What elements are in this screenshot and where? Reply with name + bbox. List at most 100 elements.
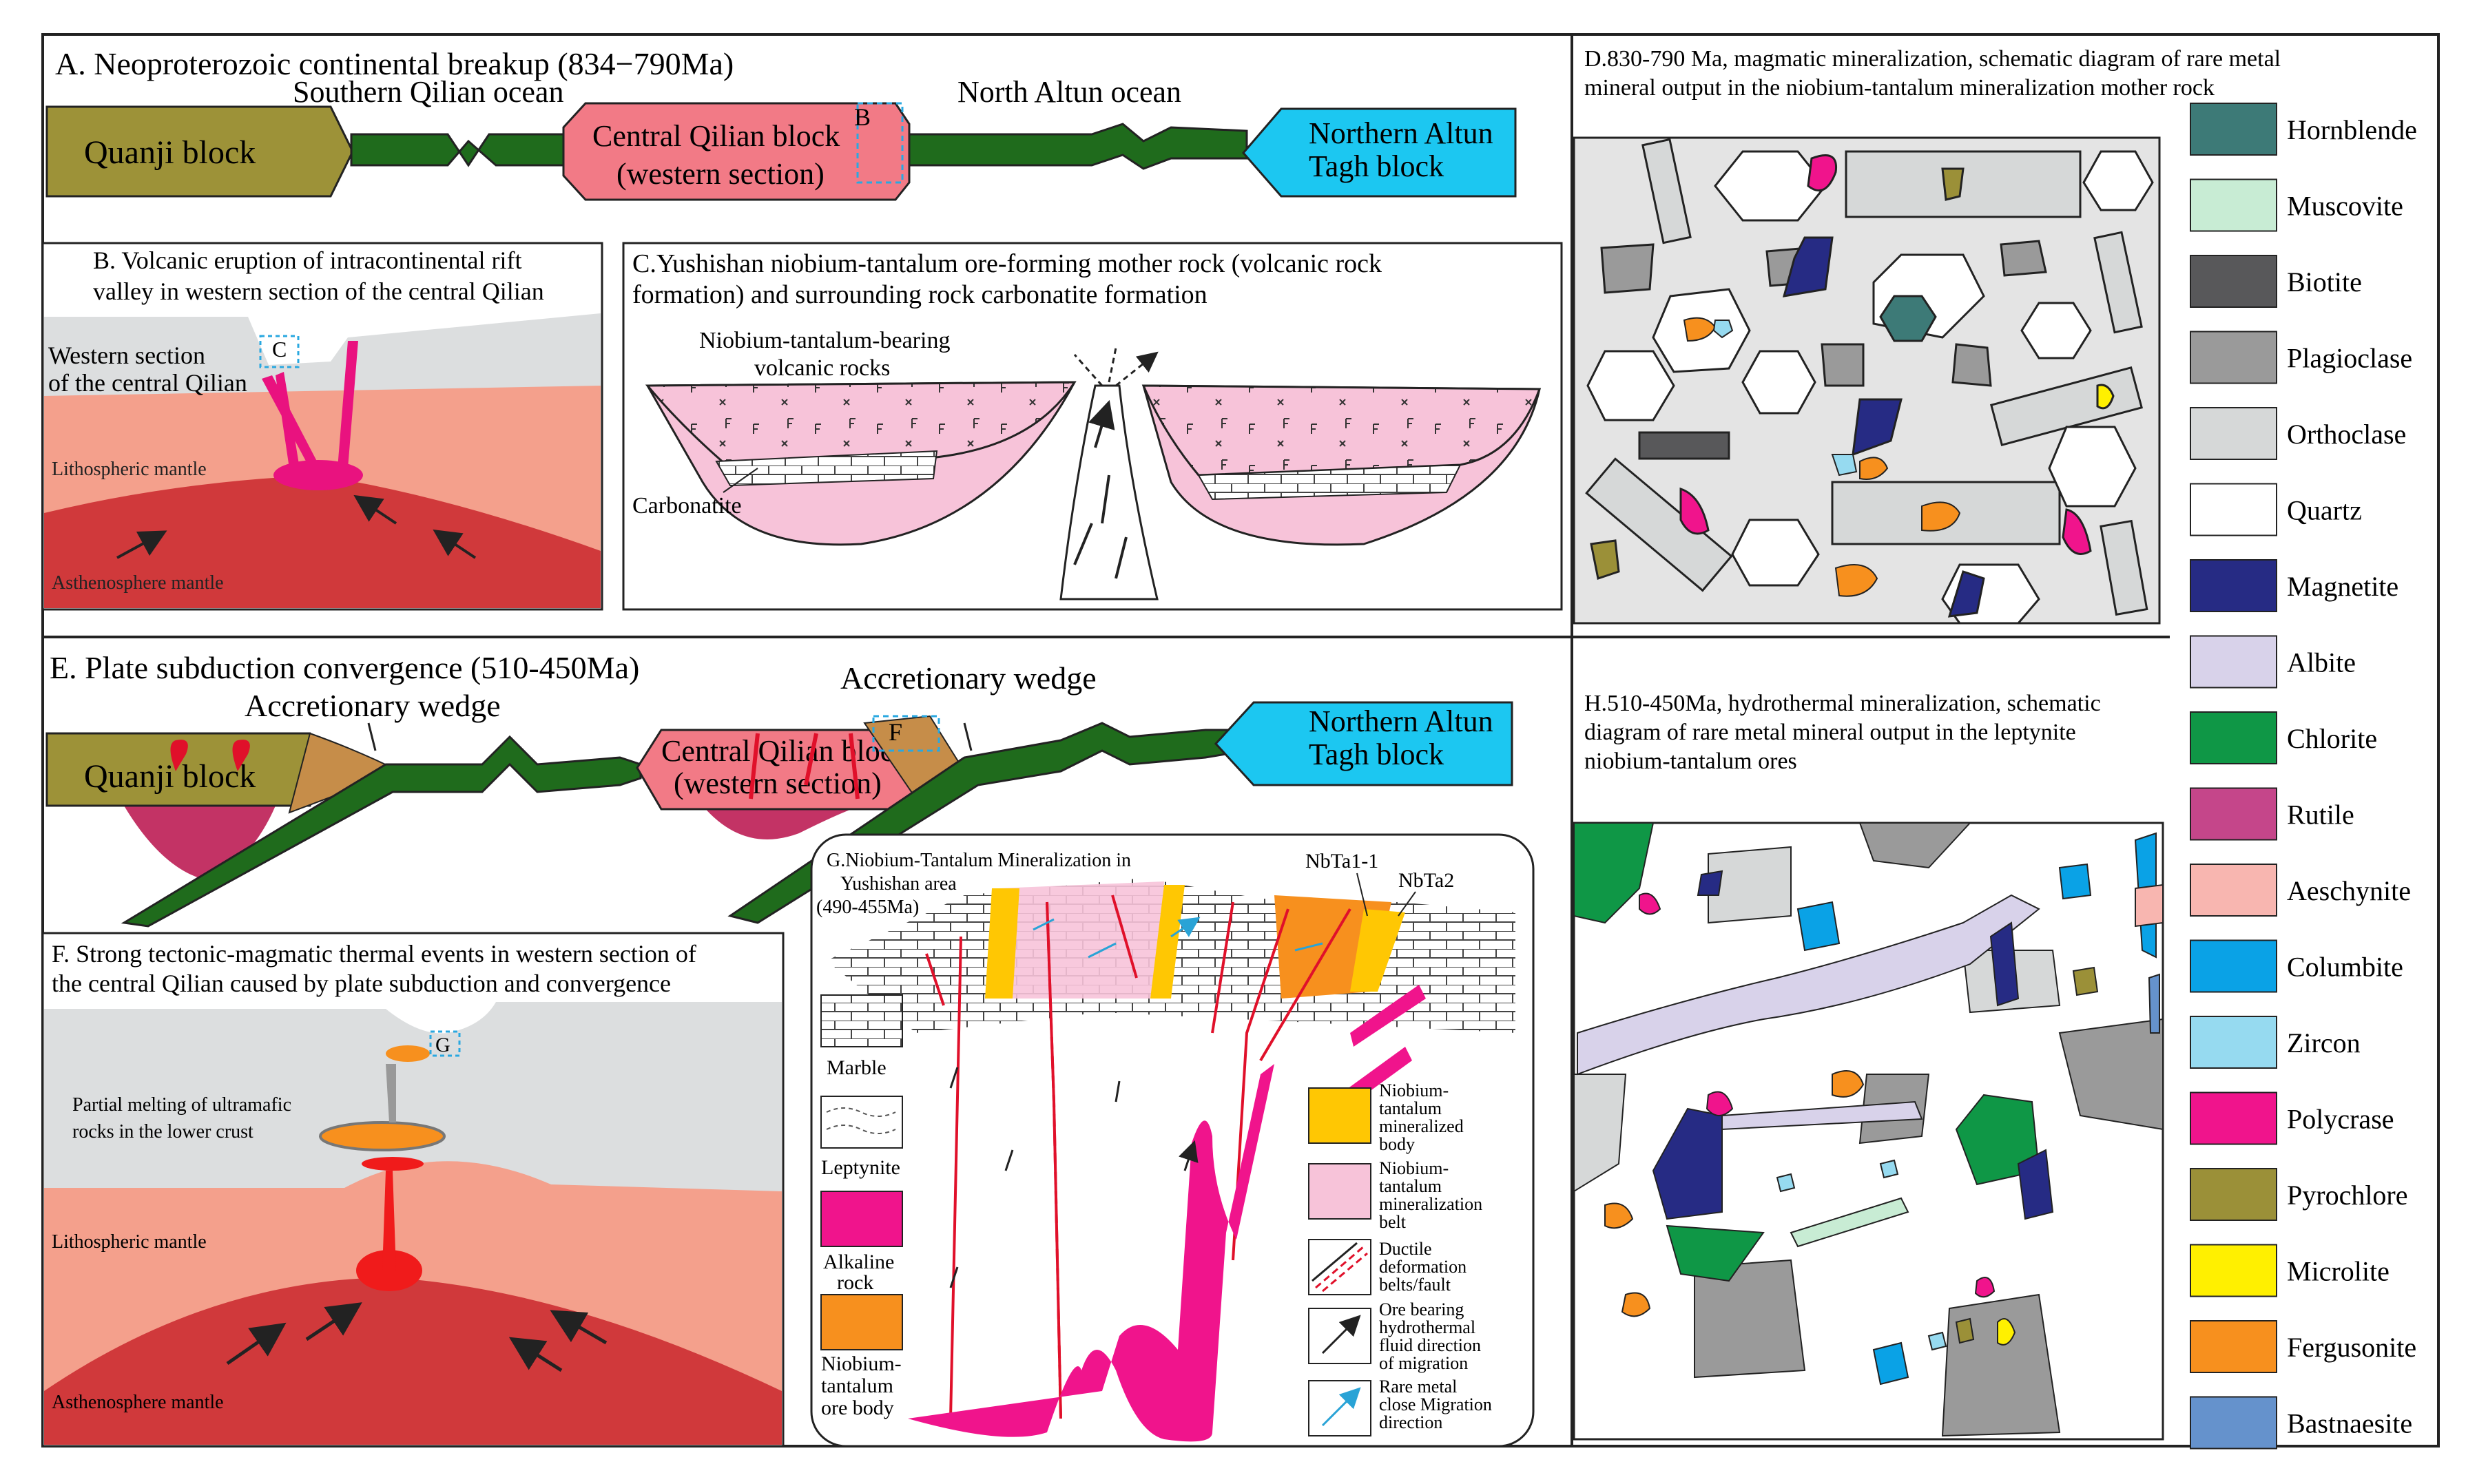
legend-label-chlorite: Chlorite bbox=[2287, 723, 2377, 754]
magma-conduit-f bbox=[382, 1171, 396, 1271]
nbta1-label: NbTa1-1 bbox=[1305, 850, 1378, 872]
right-wedge-label: Accretionary wedge bbox=[840, 660, 1097, 696]
central-qilian-label-2: (western section) bbox=[616, 157, 825, 191]
quartz-grain bbox=[2048, 426, 2137, 508]
mantle-flow-arrow bbox=[550, 1310, 608, 1345]
central-magma-dikes bbox=[749, 733, 860, 800]
legend-belt-label-2: tantalum bbox=[1379, 1176, 1442, 1196]
quartz-grain bbox=[2020, 302, 2092, 359]
legend-swatch-quartz bbox=[2190, 483, 2277, 536]
polycrase-grain bbox=[1639, 892, 1661, 915]
magma-conduits bbox=[262, 341, 358, 475]
central-qilian-label-1: Central Qilian block bbox=[592, 119, 840, 153]
legend-label-polycrase: Polycrase bbox=[2287, 1104, 2394, 1135]
northern-altun-block bbox=[1242, 107, 1517, 198]
muscovite-vein bbox=[1790, 1197, 1909, 1248]
legend-marble-label: Marble bbox=[827, 1056, 887, 1079]
left-wedge-label: Accretionary wedge bbox=[245, 688, 501, 723]
panel-a: A. Neoproterozoic continental breakup (8… bbox=[45, 46, 1517, 201]
legend-swatch-fergusonite bbox=[2190, 1320, 2277, 1373]
right-wedge-leader bbox=[963, 722, 973, 751]
plagioclase-grain bbox=[1951, 343, 1992, 387]
panel-d: D.830-790 Ma, magmatic mineralization, s… bbox=[1573, 46, 2281, 625]
pyrochlore-grain bbox=[2072, 966, 2099, 996]
chlorite-grain bbox=[1955, 1094, 2040, 1186]
panel-g: G.Niobium-Tantalum Mineralization in Yus… bbox=[810, 833, 1535, 1448]
quartz-grain bbox=[1586, 350, 1675, 421]
panel-f-title-2: the central Qilian caused by plate subdu… bbox=[52, 970, 671, 997]
legend-belt-label-1: Niobium- bbox=[1379, 1158, 1449, 1178]
ore-body-nbta2 bbox=[1350, 909, 1405, 992]
legend-label-hornblende: Hornblende bbox=[2287, 114, 2417, 145]
orthoclase-grain bbox=[1585, 457, 1733, 592]
legend-swatch-magnetite bbox=[2190, 559, 2277, 612]
magnetite-grain bbox=[1697, 870, 1723, 896]
litho-label-f: Lithospheric mantle bbox=[52, 1231, 207, 1253]
lower-crust-melt bbox=[319, 1121, 446, 1151]
legend-belt-swatch bbox=[1308, 1163, 1371, 1220]
melt-conduit-f bbox=[386, 1064, 396, 1122]
volcanic-label-2: volcanic rocks bbox=[754, 355, 890, 381]
legend-swatch-polycrase bbox=[2190, 1091, 2277, 1145]
columbite-grain bbox=[2058, 863, 2092, 900]
nbta2-label: NbTa2 bbox=[1398, 869, 1454, 892]
legend-label-quartz: Quartz bbox=[2287, 495, 2362, 526]
legend-swatch-muscovite bbox=[2190, 178, 2277, 232]
fergusonite-grain bbox=[1834, 564, 1878, 597]
mineralized-body bbox=[985, 885, 1185, 999]
legend-swatch-rutile bbox=[2190, 787, 2277, 841]
legend-alkaline-label-2: rock bbox=[837, 1271, 873, 1294]
panel-c-title-2: formation) and surrounding rock carbonat… bbox=[632, 280, 1208, 309]
mantle-flow-arrow bbox=[226, 1322, 287, 1366]
legend-label-aeschynite: Aeschynite bbox=[2287, 875, 2411, 906]
central-qilian-e-label-1: Central Qilian block bbox=[661, 734, 909, 768]
legend-body-label-1: Niobium- bbox=[1379, 1080, 1449, 1100]
upper-ore-body-f bbox=[386, 1045, 430, 1062]
legend-ore-label-3: ore body bbox=[821, 1397, 894, 1419]
quanji-block bbox=[45, 105, 354, 198]
polycrase-grain bbox=[1706, 1091, 1734, 1116]
panel-d-title-2: mineral output in the niobium-tantalum m… bbox=[1584, 75, 2215, 101]
southern-qilian-ocean-crust bbox=[350, 133, 570, 167]
litho-label: Lithospheric mantle bbox=[52, 459, 207, 480]
panel-g-title-3: (490-455Ma) bbox=[816, 897, 919, 918]
quanji-block-label: Quanji block bbox=[84, 134, 256, 171]
legend-swatch-hornblende bbox=[2190, 103, 2277, 156]
legend-swatch-zircon bbox=[2190, 1016, 2277, 1069]
columbite-grain bbox=[1796, 901, 1841, 952]
c-inset-marker: C bbox=[272, 337, 287, 362]
orthoclase-grain bbox=[2100, 519, 2148, 616]
legend-marble-swatch bbox=[820, 994, 903, 1047]
plagioclase-grain bbox=[2000, 240, 2047, 277]
magnetite-grain bbox=[2017, 1149, 2054, 1220]
plagioclase-grain bbox=[1694, 1259, 1806, 1379]
plagioclase-grain bbox=[1821, 343, 1865, 387]
microlite-grain bbox=[1997, 1318, 2016, 1346]
polycrase-grain bbox=[1679, 487, 1710, 535]
north-altun-ocean-crust bbox=[908, 123, 1248, 170]
bastnaesite-grain bbox=[2148, 973, 2160, 1034]
legend-label-columbite: Columbite bbox=[2287, 952, 2403, 983]
right-carbonatite-band bbox=[1197, 463, 1462, 501]
legend-label-plagioclase: Plagioclase bbox=[2287, 343, 2412, 374]
ejecta-arrows bbox=[1073, 348, 1150, 387]
legend-fluid-label-2: hydrothermal bbox=[1379, 1317, 1475, 1337]
legend-alkaline-label-1: Alkaline bbox=[823, 1251, 894, 1273]
panel-d-title-1: D.830-790 Ma, magmatic mineralization, s… bbox=[1584, 46, 2281, 72]
ductile-pattern bbox=[1315, 1245, 1368, 1293]
panel-b-title-1: B. Volcanic eruption of intracontinental… bbox=[93, 247, 522, 274]
legend-swatch-microlite bbox=[2190, 1244, 2277, 1297]
eruption-arrows bbox=[1073, 413, 1128, 579]
nbta1-leader bbox=[1356, 872, 1368, 917]
zircon-grain bbox=[1831, 454, 1858, 477]
crust-layer-f bbox=[44, 1002, 782, 1198]
panel-f-title-1: F. Strong tectonic-magmatic thermal even… bbox=[52, 940, 696, 968]
left-melt-root bbox=[124, 806, 276, 881]
panel-e: E. Plate subduction convergence (510-450… bbox=[45, 650, 1513, 928]
legend-alkaline-swatch bbox=[820, 1191, 903, 1247]
central-qilian-block bbox=[562, 102, 911, 201]
microlite-grain bbox=[2096, 384, 2115, 410]
legend-swatch-aeschynite bbox=[2190, 864, 2277, 917]
legend-swatch-albite bbox=[2190, 635, 2277, 689]
